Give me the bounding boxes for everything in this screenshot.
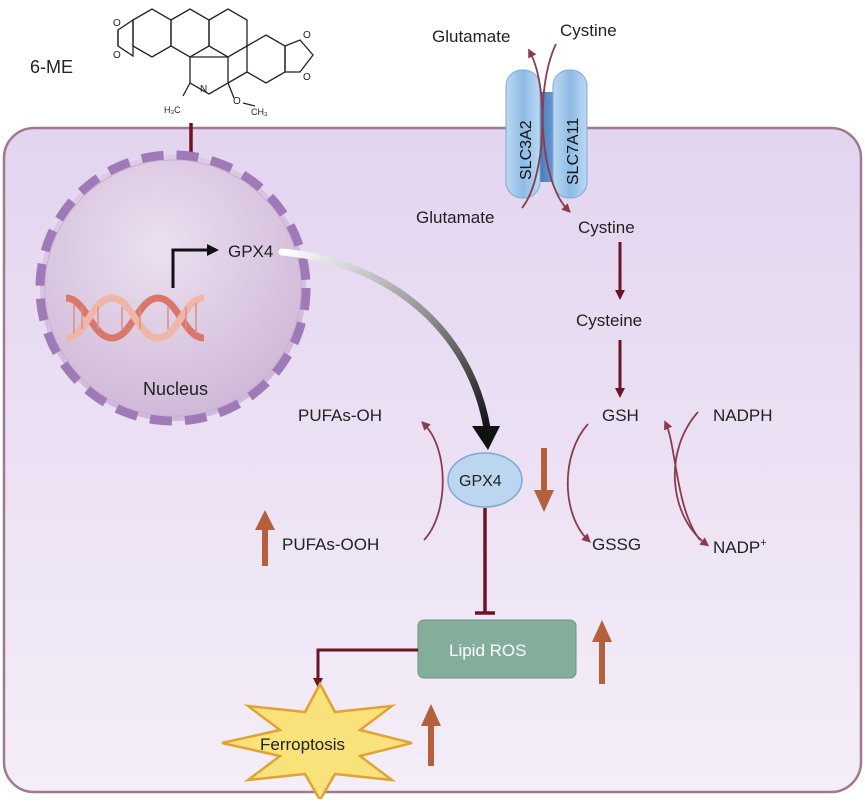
cystine-import-arrow [541, 43, 571, 213]
slc7a11-label: SLC7A11 [565, 118, 582, 185]
compound-atoms: O O O O N H₃C O CH₃ [113, 18, 311, 117]
atom-n: N [200, 84, 207, 95]
transcription-arrow [171, 244, 219, 288]
gssg-label: GSSG [592, 535, 641, 554]
gsh-label: GSH [602, 406, 639, 425]
slc3a2-subunit [505, 69, 541, 199]
lipid-ros-to-ferroptosis-arrow [313, 648, 418, 688]
cystine-in-label: Cystine [578, 218, 635, 237]
slc7a11-subunit [552, 69, 588, 199]
expression-arrow [278, 248, 491, 432]
gpx4-protein [447, 452, 523, 508]
ferroptosis-up-arrow [421, 704, 441, 766]
cystine-out-label: Cystine [560, 21, 617, 40]
cysteine-label: Cysteine [576, 311, 642, 330]
dna-helix-icon [65, 294, 205, 342]
atom-o: O [113, 50, 121, 61]
atom-o: O [113, 18, 121, 29]
ferroptosis-label: Ferroptosis [260, 735, 345, 754]
glutamate-export-arrow [521, 48, 544, 209]
expression-arrow-head [472, 426, 500, 450]
atom-o: O [233, 96, 241, 107]
glutamate-in-label: Glutamate [416, 208, 494, 227]
pufas-ooh-label: PUFAs-OOH [282, 535, 379, 554]
pufas-ooh-up-arrow [255, 510, 275, 566]
gene-gpx4-label: GPX4 [228, 242, 273, 261]
atom-o: O [303, 30, 311, 41]
gpx4-protein-label: GPX4 [459, 473, 502, 490]
compound-label: 6-ME [30, 57, 73, 77]
lipid-ros-up-arrow [592, 620, 612, 684]
gssg-to-nadp-arrow [673, 411, 710, 547]
nadph-label: NADPH [713, 406, 773, 425]
nucleus-inner-edge [44, 159, 302, 417]
nucleus-label: Nucleus [143, 379, 208, 399]
pufas-oh-label: PUFAs-OH [298, 406, 382, 425]
gsh-to-gssg-arrow [566, 423, 591, 543]
slc-transporter [505, 69, 588, 199]
nadp-label: NADP+ [713, 537, 767, 557]
nadph-to-gsh-arrow [664, 420, 701, 541]
slc3a2-label: SLC3A2 [518, 120, 535, 180]
atom-o: O [303, 72, 311, 83]
atom-methyl: CH₃ [251, 107, 268, 117]
gpx4-down-arrow [534, 448, 554, 512]
atom-methyl: H₃C [164, 105, 181, 115]
lipid-ros-label: Lipid ROS [449, 641, 526, 660]
compound-structure [117, 8, 314, 107]
pufas-conversion-arrow [421, 421, 444, 541]
glutamate-out-label: Glutamate [432, 27, 510, 46]
